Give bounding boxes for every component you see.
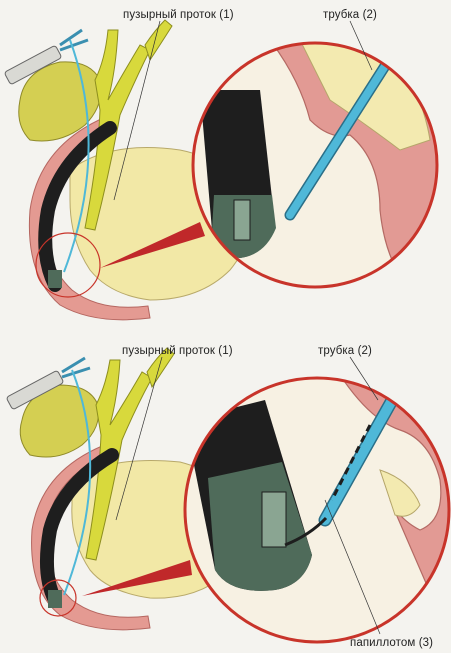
top-panel [4, 20, 450, 320]
instrument-tip-bottom [62, 358, 90, 377]
label-papillotome: папиллотом (3) [350, 637, 433, 649]
endoscope-tip-small-bottom [48, 590, 62, 608]
label-cystic-duct-bottom: пузырный проток (1) [122, 345, 233, 357]
bottom-panel [6, 348, 451, 650]
label-tube-top: трубка (2) [323, 9, 377, 21]
endoscope-tip-small-top [48, 270, 62, 288]
instrument-tip-top [60, 30, 88, 50]
label-tube-bottom: трубка (2) [318, 345, 372, 357]
label-cystic-duct-top: пузырный проток (1) [123, 9, 234, 21]
